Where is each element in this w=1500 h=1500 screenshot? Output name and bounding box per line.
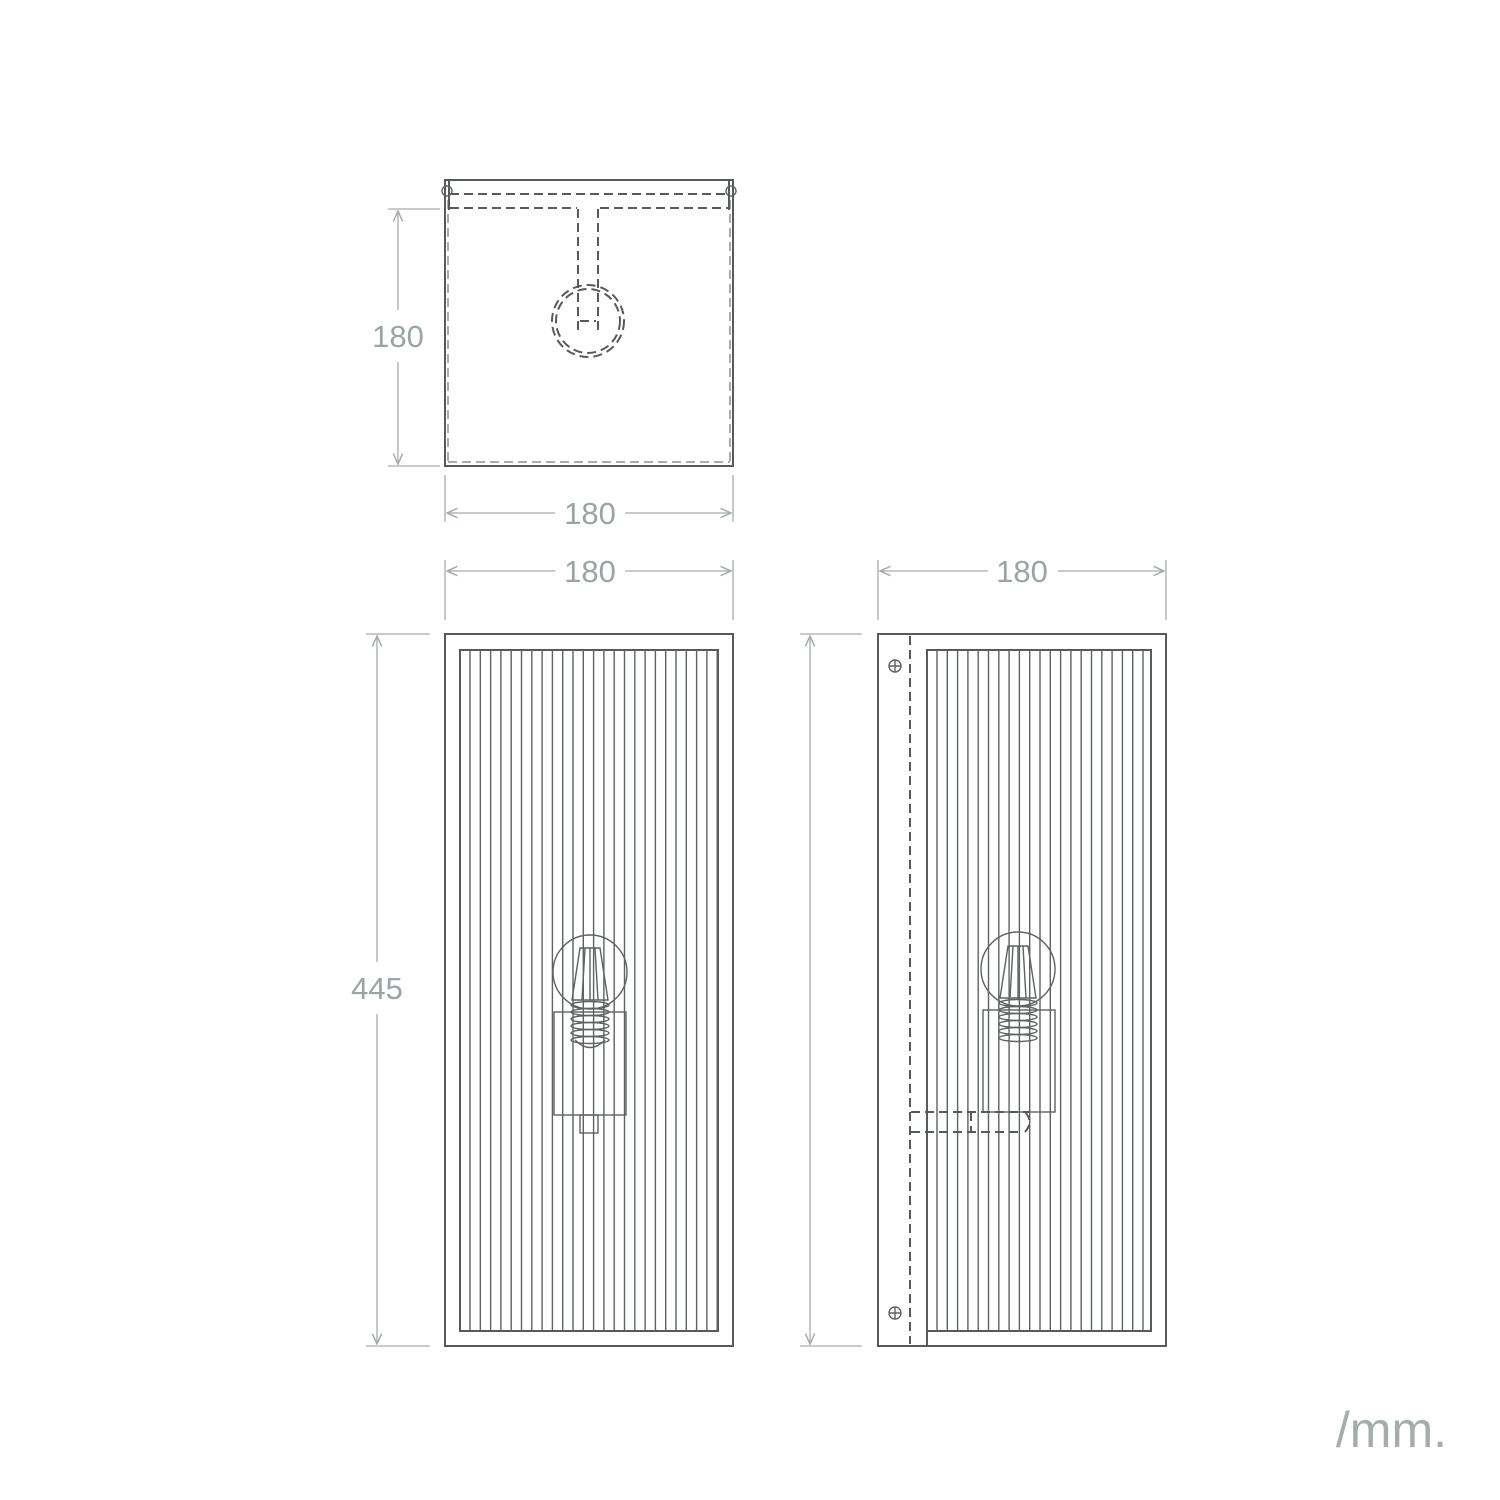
bulb-thread xyxy=(998,1012,1038,1022)
top-view-width-label: 180 xyxy=(564,496,616,531)
height-label: 445 xyxy=(351,971,403,1006)
screw-icon xyxy=(725,185,737,197)
side-view xyxy=(877,633,1167,1347)
front-width-label: 180 xyxy=(564,554,616,589)
bulb-thread xyxy=(998,1033,1038,1043)
top-view xyxy=(441,179,737,467)
screw-icon xyxy=(441,185,453,197)
bulb-thread xyxy=(998,1026,1038,1036)
top-view-depth-label: 180 xyxy=(372,319,424,354)
dimension-lines xyxy=(366,208,1167,1347)
bulb-thread xyxy=(998,1019,1038,1029)
unit-label: /mm. xyxy=(1336,1402,1447,1458)
bulb-thread xyxy=(570,1035,610,1045)
bulb-icon xyxy=(552,934,628,1134)
side-width-label: 180 xyxy=(996,554,1048,589)
front-view xyxy=(444,633,734,1347)
bulb-icon xyxy=(980,931,1056,1113)
